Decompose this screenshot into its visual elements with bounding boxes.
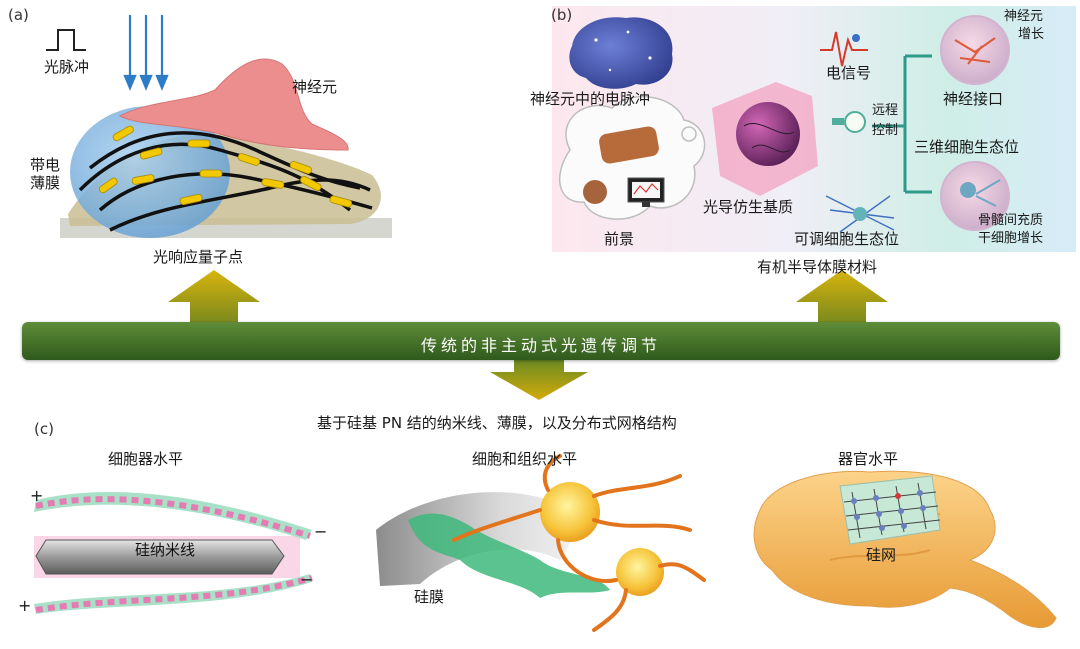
brain-shape [753,470,1057,628]
passive-optogenetics-banner: 传统的非主动式光遗传调节 [22,322,1060,360]
tunable-niche-label: 可调细胞生态位 [794,230,900,248]
tissue-level-title: 细胞和组织水平 [472,450,578,468]
pulse-icon [46,29,86,51]
organelle-artwork [34,491,313,614]
cell-processes [452,454,706,632]
quantum-dot-caption: 光响应量子点 [153,248,244,266]
silicon-nanowire [35,539,285,575]
neuron-body [118,58,349,151]
minus-bottom-sign: − [300,570,314,589]
neuron-growth-label-line1: 神经元 [1004,9,1044,24]
panel-c-tag: (c) [34,420,54,438]
remote-label-line1: 远程 [872,103,899,118]
organic-semiconductor-caption: 有机半导体膜材料 [757,258,878,276]
charged-film-label-line2: 薄膜 [30,174,61,192]
branch-connector [872,54,932,194]
stem-cell-dish [940,161,1010,231]
panel-a-tag: (a) [8,6,29,24]
panel-a-artwork [46,15,392,238]
helix-bottom [34,574,313,614]
electric-signal-icon [820,31,868,67]
silicon-film-label: 硅膜 [414,588,445,606]
neuron-growth-label-line2: 增长 [1018,27,1045,42]
cell-icon [583,180,607,204]
prospect-label: 前景 [604,230,635,248]
tunable-niche-lattice [825,195,895,233]
panel-c-subtitle: 基于硅基 PN 结的纳米线、薄膜，以及分布式网格结构 [317,414,677,432]
organ-artwork [753,470,1057,628]
scaffold-label: 光导仿生基质 [703,198,794,216]
lightbulb-icon [832,111,866,133]
blue-brain-icon [569,17,673,89]
stem-cell-label-line2: 干细胞增长 [978,231,1044,246]
plus-bottom-sign: + [18,596,32,615]
neural-interface-dish [940,15,1010,85]
panel-b-artwork [552,6,1076,252]
arrow-down-center [490,360,588,400]
neural-interface-label: 神经接口 [943,90,1004,108]
3d-niche-label: 三维细胞生态位 [914,138,1020,156]
scaffold-core [736,102,800,166]
organ-level-title: 器官水平 [838,450,899,468]
silicon-mesh [839,475,941,545]
stem-cell-label-line1: 骨髓间充质 [978,213,1044,228]
orange-cell-2 [616,548,664,596]
neuron-pulse-label: 神经元中的电脉冲 [530,90,651,108]
light-pulse-label: 光脉冲 [44,58,90,76]
neuron-label: 神经元 [292,78,338,96]
panel-b-tag: (b) [551,6,573,24]
banner-text: 传统的非主动式光遗传调节 [420,336,661,355]
thought-bubble-small [681,126,697,142]
remote-label-line2: 控制 [872,123,899,138]
silicon-mesh-label: 硅网 [866,546,897,564]
electric-signal-label: 电信号 [826,64,872,82]
helix-top [34,491,312,540]
arrow-up-left [168,270,260,322]
quantum-dots [98,125,353,208]
mesh-nodes [851,490,926,531]
light-arrows [123,15,169,91]
charged-film-label-line1: 带电 [30,156,61,174]
organ-slice-icon [599,126,659,164]
tissue-artwork [376,454,706,632]
minus-top-sign: − [314,522,328,541]
green-cell [408,513,610,598]
organelle-level-title: 细胞器水平 [108,450,184,468]
orange-cell-1 [540,482,600,542]
arrow-up-right [796,270,888,322]
plus-top-sign: + [30,486,44,505]
silicon-nanowire-label: 硅纳米线 [135,541,196,559]
